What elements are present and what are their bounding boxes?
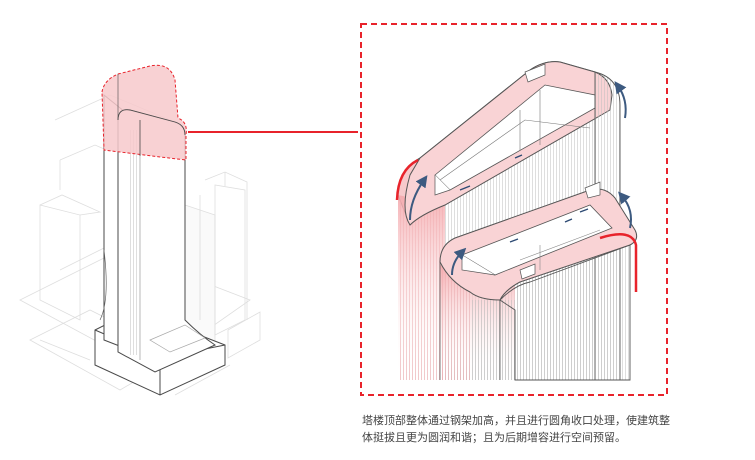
caption-line-1: 塔楼顶部整体通过钢架加高，并且进行圆角收口处理，使建筑整 bbox=[362, 414, 670, 427]
tower-crown-highlight bbox=[101, 64, 187, 161]
detail-frame bbox=[360, 23, 668, 396]
diagram-caption: 塔楼顶部整体通过钢架加高，并且进行圆角收口处理，使建筑整 体挺拔且更为圆润和谐；… bbox=[362, 412, 722, 446]
front-slab bbox=[439, 181, 638, 381]
caption-line-2: 体挺拔且更为圆润和谐；且为后期增容进行空间预留。 bbox=[362, 431, 626, 444]
detail-view bbox=[395, 61, 638, 381]
curved-arrow-icon bbox=[409, 81, 632, 276]
